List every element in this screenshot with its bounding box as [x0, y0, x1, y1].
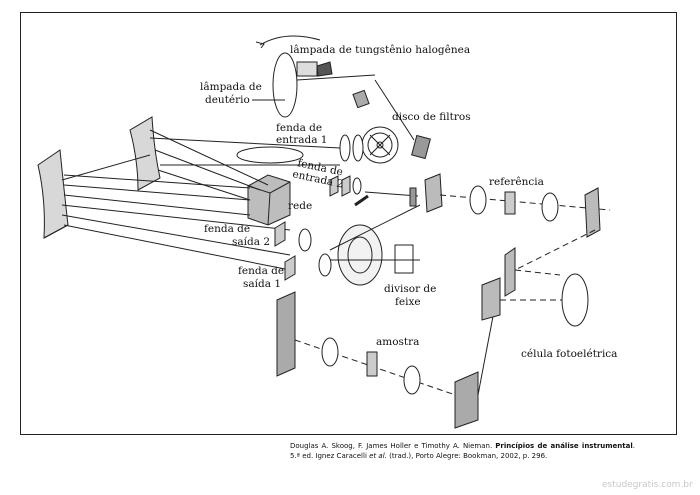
label-entrance-slit-1b: entrada 1 [276, 134, 327, 146]
label-reference: referência [489, 176, 544, 188]
label-exit-slit-2b: saída 2 [232, 236, 270, 248]
label-grating: rede [288, 200, 312, 212]
label-photocell: célula fotoelétrica [521, 348, 617, 360]
caption-edition: . 5.ª ed. Ignez Caracelli [290, 442, 635, 460]
grating [247, 174, 291, 226]
spectrophotometer-diagram: lâmpada de tungstênio halogênea lâmpada … [37, 35, 617, 429]
mirror-flat [424, 173, 443, 213]
sample-cell [366, 351, 378, 377]
caption-rest: (trad.), Porto Alegre: Bookman, 2002, p.… [389, 452, 548, 460]
label-exit-slit-1b: saída 1 [243, 278, 281, 290]
figure-caption: Douglas A. Skoog, F. James Holler e Timo… [290, 441, 635, 461]
label-beam-splitter-a: divisor de [384, 283, 436, 295]
label-exit-slit-1a: fenda de [238, 265, 284, 277]
tungsten-lamp [272, 52, 298, 118]
label-sample: amostra [376, 336, 419, 348]
label-beam-splitter-b: feixe [395, 296, 421, 308]
beam-splitter [337, 224, 383, 286]
label-deuterium-lamp-2: deutério [205, 94, 250, 106]
caption-title: Princípios de análise instrumental [495, 442, 633, 450]
caption-authors: Douglas A. Skoog, F. James Holler e Timo… [290, 442, 493, 450]
label-tungsten-lamp: lâmpada de tungstênio halogênea [290, 44, 470, 56]
label-exit-slit-2a: fenda de [204, 223, 250, 235]
caption-et-al: et al. [369, 452, 387, 460]
watermark: estudegratis.com.br [602, 480, 693, 490]
label-filter-disk: disco de filtros [392, 111, 471, 123]
figure-frame [20, 12, 677, 435]
sample-mirror [276, 291, 296, 377]
upper-mirror [129, 116, 161, 191]
label-entrance-slit-1a: fenda de [276, 122, 322, 134]
reference-cell [504, 191, 516, 215]
photocell [561, 273, 589, 327]
large-mirror [37, 149, 69, 239]
label-deuterium-lamp-1: lâmpada de [200, 81, 262, 93]
